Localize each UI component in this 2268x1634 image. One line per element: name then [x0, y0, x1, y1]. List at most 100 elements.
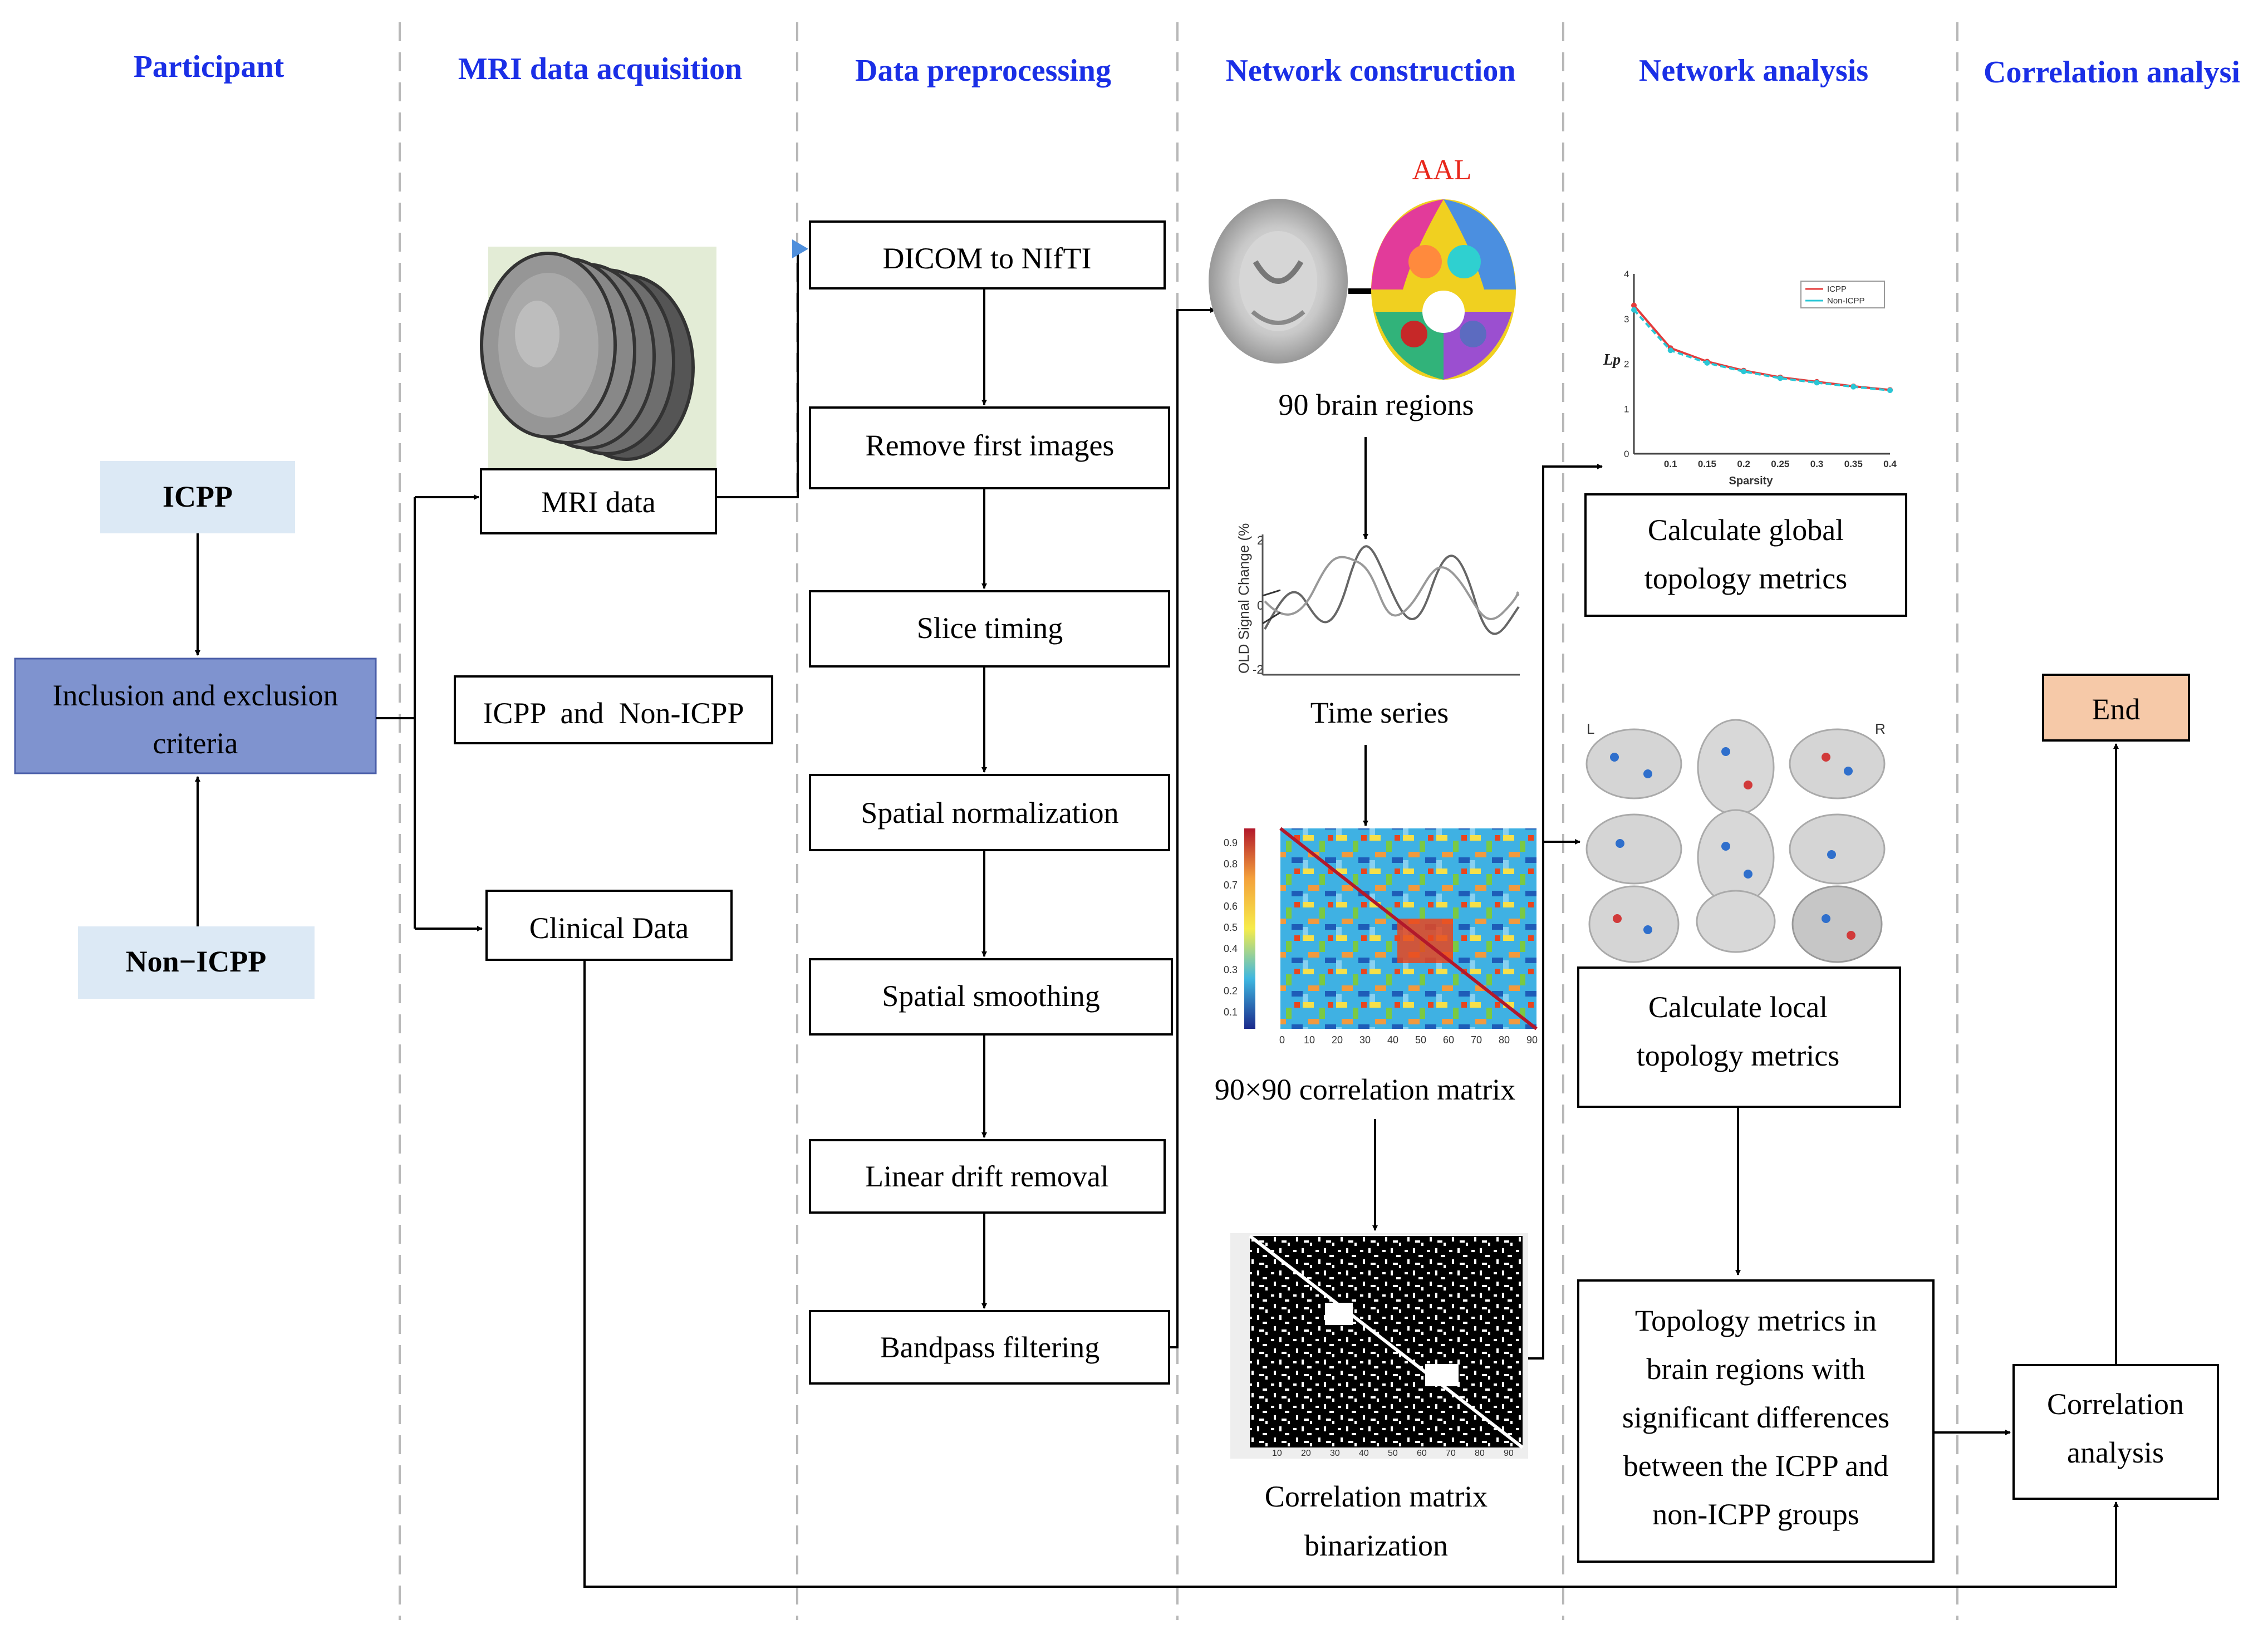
matrix-colorbar — [1244, 828, 1255, 1029]
matrix-ticks: 0 10 20 30 40 50 60 70 80 90 — [1279, 1034, 1538, 1046]
local-metrics-label: topology metrics — [1637, 1039, 1839, 1072]
topology-label: non-ICPP groups — [1652, 1498, 1859, 1531]
criteria-label: criteria — [153, 727, 238, 760]
chart-y-tick: 2 — [1624, 359, 1629, 370]
correlation-matrix-image: 0.9 0.8 0.7 0.6 0.5 0.4 0.3 0.2 0.1 0 10… — [1224, 827, 1538, 1046]
timeseries-pointer — [1262, 611, 1281, 625]
criteria-box — [14, 657, 377, 774]
step-box-normalization — [809, 774, 1170, 851]
chart-x-tick: 0.2 — [1737, 459, 1750, 469]
regions-caption: 90 brain regions — [1279, 388, 1474, 421]
binary-x-tick: 90 — [1504, 1449, 1514, 1458]
matrix-colorbar-tick: 0.3 — [1224, 964, 1238, 975]
timeseries-line — [1264, 556, 1520, 620]
topology-box — [1577, 1279, 1935, 1563]
legend-label-icpp: ICPP — [1827, 284, 1847, 294]
topology-label: between the ICPP and — [1623, 1449, 1888, 1483]
binary-diagonal — [1249, 1234, 1524, 1449]
step-label: Slice timing — [917, 611, 1063, 645]
header-network-construction: Network construction — [1225, 53, 1515, 88]
brain-slice-image — [1209, 199, 1348, 364]
chart-point — [1814, 380, 1820, 386]
matrix-x-tick: 90 — [1526, 1034, 1538, 1046]
correlation-analysis-label: Correlation — [2047, 1387, 2184, 1421]
step-label: Spatial smoothing — [882, 979, 1100, 1013]
chart-legend — [1800, 281, 1885, 308]
timeseries-caption: Time series — [1310, 696, 1449, 729]
matrix-x-tick: 0 — [1279, 1034, 1285, 1046]
header-correlation-analysis: Correlation analysi — [1984, 55, 2240, 90]
local-metrics-label: Calculate local — [1648, 990, 1828, 1024]
matrix-diagonal — [1279, 827, 1538, 1031]
step-box-smoothing — [809, 958, 1173, 1036]
mri-stack-image — [480, 252, 695, 461]
binary-white-block — [1325, 1303, 1353, 1325]
non-icpp-label: Non−ICPP — [126, 945, 267, 978]
brain-right-marker: R — [1875, 720, 1886, 737]
matrix-x-tick: 50 — [1415, 1034, 1426, 1046]
time-series-plot: OLD Signal Change (% 2 0 -2 — [1235, 523, 1520, 676]
preprocessing-steps: DICOM to NIfTI Remove first images Slice… — [809, 220, 1173, 1385]
chart-y-tick: 1 — [1624, 404, 1629, 414]
chart-y-tick: 0 — [1624, 449, 1629, 459]
step-label: Linear drift removal — [865, 1160, 1109, 1193]
step-label: Bandpass filtering — [880, 1331, 1099, 1364]
timeseries-ytick: -2 — [1253, 663, 1264, 676]
binary-x-tick: 20 — [1301, 1449, 1311, 1458]
matrix-caption: 90×90 correlation matrix — [1215, 1073, 1515, 1106]
matrix-x-tick: 10 — [1304, 1034, 1315, 1046]
binary-x-tick: 60 — [1417, 1449, 1427, 1458]
step-label: DICOM to NIfTI — [883, 242, 1092, 275]
binary-x-tick: 70 — [1446, 1449, 1456, 1458]
arrow-to-analysis — [1528, 464, 1603, 1360]
matrix-colorbar-tick: 0.4 — [1224, 943, 1238, 954]
groups-label: ICPP and Non-ICPP — [483, 696, 744, 730]
chart-point — [1631, 302, 1637, 308]
matrix-colorbar-tick: 0.9 — [1224, 837, 1238, 848]
header-participant: Participant — [134, 50, 284, 84]
chart-series — [1631, 302, 1893, 394]
icpp-box — [100, 461, 295, 533]
matrix-colorbar-tick: 0.6 — [1224, 901, 1238, 912]
clinical-data-label: Clinical Data — [529, 911, 689, 945]
matrix-colorbar-tick: 0.8 — [1224, 858, 1238, 870]
chart-series-line — [1633, 309, 1891, 392]
chart-x-tick: 0.4 — [1883, 459, 1897, 469]
matrix-x-tick: 30 — [1359, 1034, 1371, 1046]
step-box-remove — [809, 406, 1170, 489]
clinical-data-box — [485, 890, 733, 961]
brain-glass-views: L R — [1585, 719, 1886, 963]
chart-point — [1704, 360, 1710, 366]
binary-caption: Correlation matrix — [1265, 1480, 1488, 1513]
chart-xlabel: Sparsity — [1729, 475, 1774, 487]
timeseries-ylabel: OLD Signal Change (% — [1235, 523, 1252, 674]
mri-data-box — [480, 468, 717, 534]
binary-x-tick: 10 — [1272, 1449, 1282, 1458]
matrix-x-tick: 20 — [1332, 1034, 1343, 1046]
binary-x-tick: 50 — [1388, 1449, 1398, 1458]
binary-caption: binarization — [1304, 1529, 1448, 1562]
chart-x-tick: 0.1 — [1664, 459, 1677, 469]
matrix-colorbar-tick: 0.5 — [1224, 922, 1238, 933]
arrow-clinical-to-correlation — [583, 960, 2119, 1588]
chart-point — [1741, 369, 1747, 375]
global-metrics-box — [1584, 493, 1907, 617]
chart-point — [1777, 375, 1783, 381]
matrix-x-tick: 80 — [1499, 1034, 1510, 1046]
matrix-x-tick: 60 — [1443, 1034, 1454, 1046]
topology-label: significant differences — [1622, 1401, 1889, 1434]
chart-point — [1631, 307, 1637, 313]
chart-x-tick: 0.15 — [1698, 459, 1716, 469]
binary-x-tick: 80 — [1475, 1449, 1485, 1458]
timeseries-line — [1264, 545, 1520, 635]
topology-label: Topology metrics in — [1635, 1304, 1877, 1337]
chart-point — [1667, 347, 1673, 354]
binary-ticks: 10 20 30 40 50 60 70 80 90 — [1272, 1449, 1514, 1458]
arrow-mri-to-dicom — [716, 249, 799, 498]
chart-y-tick: 4 — [1624, 269, 1629, 279]
matrix-x-tick: 70 — [1471, 1034, 1482, 1046]
step-label: Remove first images — [866, 429, 1115, 462]
